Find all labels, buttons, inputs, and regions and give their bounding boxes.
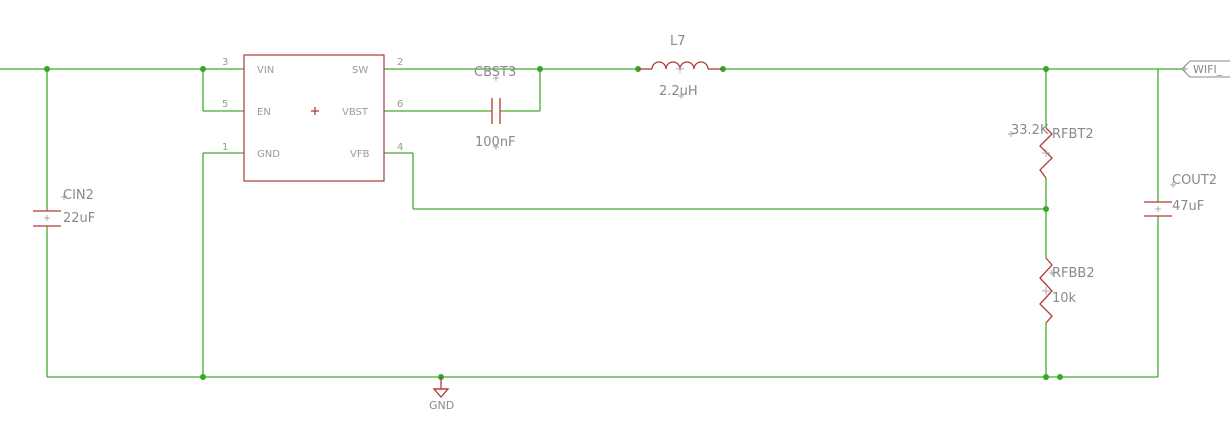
junction-dot: [200, 374, 206, 380]
junction-dot: [1043, 66, 1049, 72]
cbst-value: 100nF: [475, 135, 516, 150]
rfbb-zigzag: [1039, 257, 1053, 324]
wires: [0, 68, 1182, 378]
inductor-value: 2.2uH: [659, 84, 698, 99]
junction-dot: [1043, 374, 1049, 380]
junction-dot: [537, 66, 543, 72]
pin-vbst-name: VBST: [342, 107, 369, 118]
pin-vin-number: 3: [222, 57, 228, 68]
junction-dot: [44, 66, 50, 72]
junction-dot: [1057, 374, 1063, 380]
regulator-ic[interactable]: 3 VIN 5 EN 1 GND 2 SW 6 VBST 4 VFB: [222, 54, 403, 182]
pin-en-number: 5: [222, 99, 228, 110]
cin-value: 22uF: [63, 211, 95, 226]
rfbb-reference: RFBB2: [1052, 266, 1095, 281]
ground-label: GND: [429, 399, 454, 412]
ground-triangle: [432, 388, 450, 398]
rfbt-value: 33.2K: [1011, 123, 1049, 138]
pin-sw-number: 2: [397, 57, 403, 68]
cout-reference: COUT2: [1172, 173, 1217, 188]
capacitor-cout[interactable]: COUT2 47uF: [1144, 173, 1217, 217]
pin-gnd-number: 1: [222, 142, 228, 153]
pin-sw-name: SW: [352, 65, 368, 76]
inductor-l7[interactable]: L7 2.2uH: [638, 34, 723, 99]
pin-vbst-number: 6: [397, 99, 403, 110]
net-label-flag[interactable]: WIFI_: [1181, 60, 1230, 78]
inductor-reference: L7: [670, 34, 686, 49]
resistor-rfbt[interactable]: 33.2K RFBT2: [1008, 123, 1094, 179]
ic-body[interactable]: [243, 54, 385, 182]
junction-dot: [200, 66, 206, 72]
capacitor-cin[interactable]: CIN2 22uF: [33, 188, 95, 227]
ground-symbol[interactable]: GND: [429, 377, 454, 412]
resistor-rfbb[interactable]: RFBB2 10k: [1039, 257, 1095, 324]
junction-dot: [1043, 206, 1049, 212]
cbst-reference: CBST3: [474, 65, 516, 80]
net-flag-label: WIFI_: [1193, 63, 1223, 76]
pin-vfb-number: 4: [397, 142, 403, 153]
net-flag-outline: [1181, 60, 1230, 78]
pin-en-name: EN: [257, 107, 271, 118]
capacitor-cbst[interactable]: CBST3 100nF: [474, 65, 516, 150]
pin-vfb-name: VFB: [350, 149, 370, 160]
rfbb-value: 10k: [1052, 291, 1077, 306]
pin-vin-name: VIN: [257, 65, 274, 76]
cin-reference: CIN2: [63, 188, 94, 203]
pin-gnd-name: GND: [257, 149, 280, 160]
cout-value: 47uF: [1172, 199, 1204, 214]
rfbt-reference: RFBT2: [1052, 127, 1094, 142]
junctions: [44, 66, 1063, 380]
